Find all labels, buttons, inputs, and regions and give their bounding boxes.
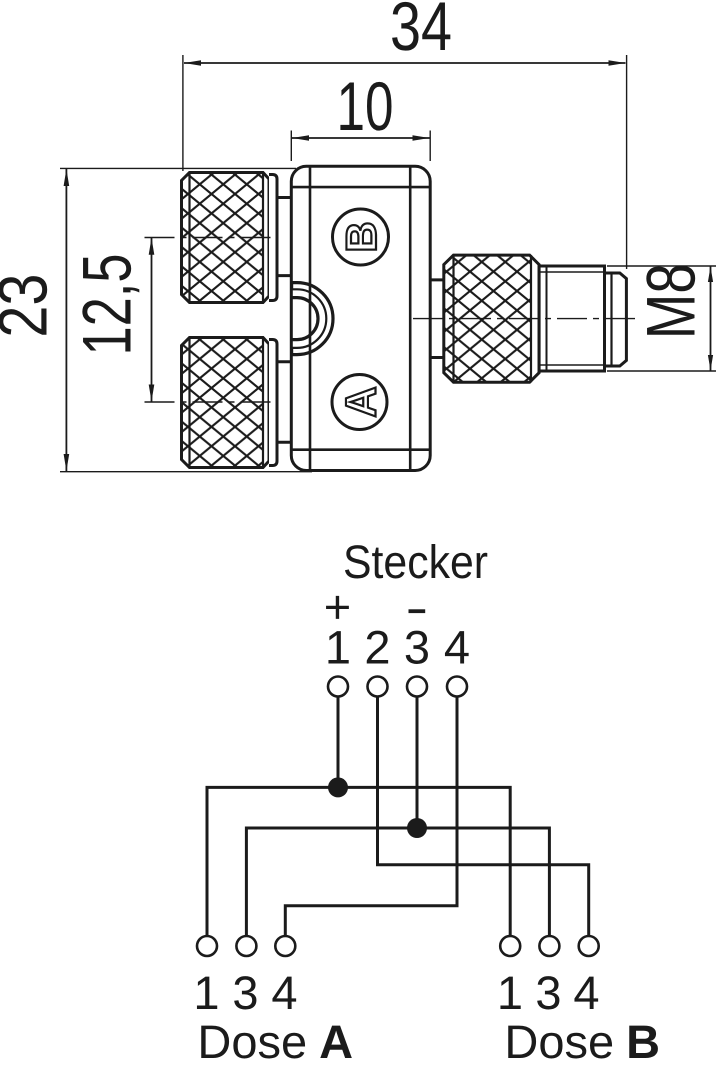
dose-b-pin-1-label: 1 [497, 966, 523, 1019]
wire-pin1-to-a1-b1 [205, 696, 512, 936]
dose-b-pin-3-label: 3 [535, 966, 561, 1019]
dose-b-pin-4-label: 4 [573, 966, 599, 1019]
port-b-letter: B [338, 221, 386, 252]
dose-b-pin-3-terminal [538, 934, 561, 958]
dose-terminals [195, 934, 601, 958]
horseshoe-clip [291, 281, 335, 357]
stecker-pin-4-terminal [445, 675, 469, 698]
junction-dot-pin1 [328, 777, 348, 798]
dose-a-pin-3-label: 3 [232, 966, 258, 1019]
dose-a-pin-1-terminal [195, 934, 219, 958]
stecker-pin-3-label: 3 [404, 621, 430, 674]
wire-junctions [328, 777, 427, 838]
stecker-pin-1-terminal [326, 675, 350, 698]
dim-socket-spacing: 12,5 [69, 254, 146, 356]
extension-lines [60, 55, 716, 473]
stecker-pin-labels: 1 2 3 4 [325, 621, 470, 674]
dimension-arrows [63, 60, 714, 471]
connector-body [289, 164, 432, 473]
stecker-pin-2-label: 2 [364, 621, 390, 674]
stecker-pin-terminals [326, 675, 469, 698]
dose-a-pin-labels: 1 3 4 [193, 966, 297, 1019]
socket-a-nut [180, 336, 279, 469]
dimension-lines [65, 62, 712, 471]
side-view-drawing: 34 10 23 12,5 M8 B A [0, 0, 716, 473]
socket-b-nut [180, 171, 279, 304]
m8-tip [603, 271, 628, 368]
dim-body-width: 10 [337, 68, 394, 145]
dose-a-pin-4-terminal [273, 934, 297, 958]
stecker-pin-4-label: 4 [444, 621, 470, 674]
port-a-letter: A [338, 386, 386, 417]
port-a-marking: A [330, 373, 389, 431]
polarity-plus: + [324, 580, 351, 633]
dose-b-pin-4-terminal [577, 934, 601, 958]
dim-overall-height: 23 [0, 274, 62, 338]
dose-a-pin-3-terminal [235, 934, 258, 958]
dim-overall-length: 34 [390, 0, 452, 65]
junction-dot-pin3 [407, 818, 427, 838]
wire-pin2-to-b4 [376, 696, 591, 936]
polarity-minus [408, 609, 426, 614]
dose-a-pin-4-label: 4 [271, 966, 297, 1019]
wire-pin4-to-a4 [283, 696, 459, 936]
dim-thread-size: M8 [633, 263, 710, 339]
dose-b-pin-1-terminal [498, 934, 522, 958]
m8-knurled-ring [442, 253, 541, 384]
schematic-title: Stecker [343, 535, 488, 588]
stecker-pin-3-terminal [405, 675, 429, 698]
wire-pin3-to-a3-b3 [244, 696, 551, 936]
socket-necks [277, 196, 445, 444]
port-b-marking: B [331, 207, 390, 267]
dose-b-pin-labels: 1 3 4 [497, 966, 600, 1019]
dose-a-pin-1-label: 1 [193, 966, 219, 1019]
stecker-pin-1-label: 1 [325, 621, 351, 674]
center-lines [144, 236, 638, 403]
wiring-schematic: Stecker + 1 2 3 4 [193, 535, 660, 1066]
wires [205, 696, 591, 936]
stecker-pin-2-terminal [366, 675, 389, 698]
